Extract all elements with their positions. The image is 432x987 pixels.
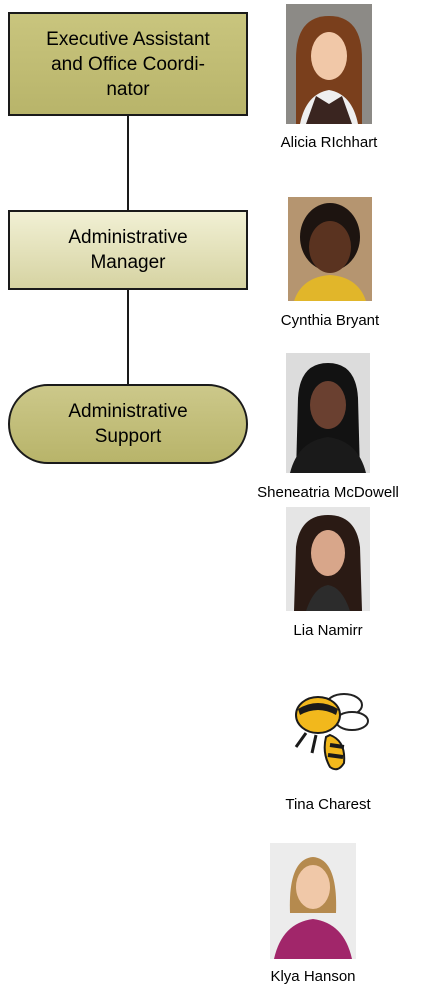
- woman-portrait-long-brown-hair-photo: [286, 507, 370, 611]
- administrative-manager-line-2: Manager: [90, 252, 166, 273]
- connector-line: [127, 290, 129, 384]
- executive-assistant-line-1: Executive Assistant: [46, 28, 210, 50]
- person-name: Cynthia Bryant: [280, 312, 380, 329]
- administrative-support-box: Administrative Support: [8, 384, 248, 464]
- person-name: Tina Charest: [285, 796, 371, 813]
- person-name: Lia Namirr: [293, 622, 363, 639]
- executive-assistant-box: Executive Assistant and Office Coordi- n…: [8, 12, 248, 116]
- administrative-manager-line-1: Administrative: [68, 227, 188, 248]
- yellow-jacket-mascot-image: [286, 683, 372, 775]
- person-name: Sheneatria McDowell: [257, 484, 399, 501]
- person-name: Klya Hanson: [270, 968, 356, 985]
- executive-assistant-line-2: and Office Coordi-: [51, 53, 205, 75]
- executive-assistant-line-3: nator: [106, 78, 150, 100]
- person-name: Alicia RIchhart: [280, 134, 378, 151]
- woman-portrait-blonde-hair-photo: [270, 843, 356, 959]
- administrative-manager-box: Administrative Manager: [8, 210, 248, 290]
- woman-portrait-auburn-hair-photo: [286, 4, 372, 124]
- connector-line: [127, 116, 129, 210]
- woman-portrait-black-hair-photo: [286, 353, 370, 473]
- woman-portrait-dark-hair-photo: [288, 197, 372, 301]
- administrative-support-line-2: Support: [94, 426, 162, 447]
- administrative-support-line-1: Administrative: [68, 401, 188, 422]
